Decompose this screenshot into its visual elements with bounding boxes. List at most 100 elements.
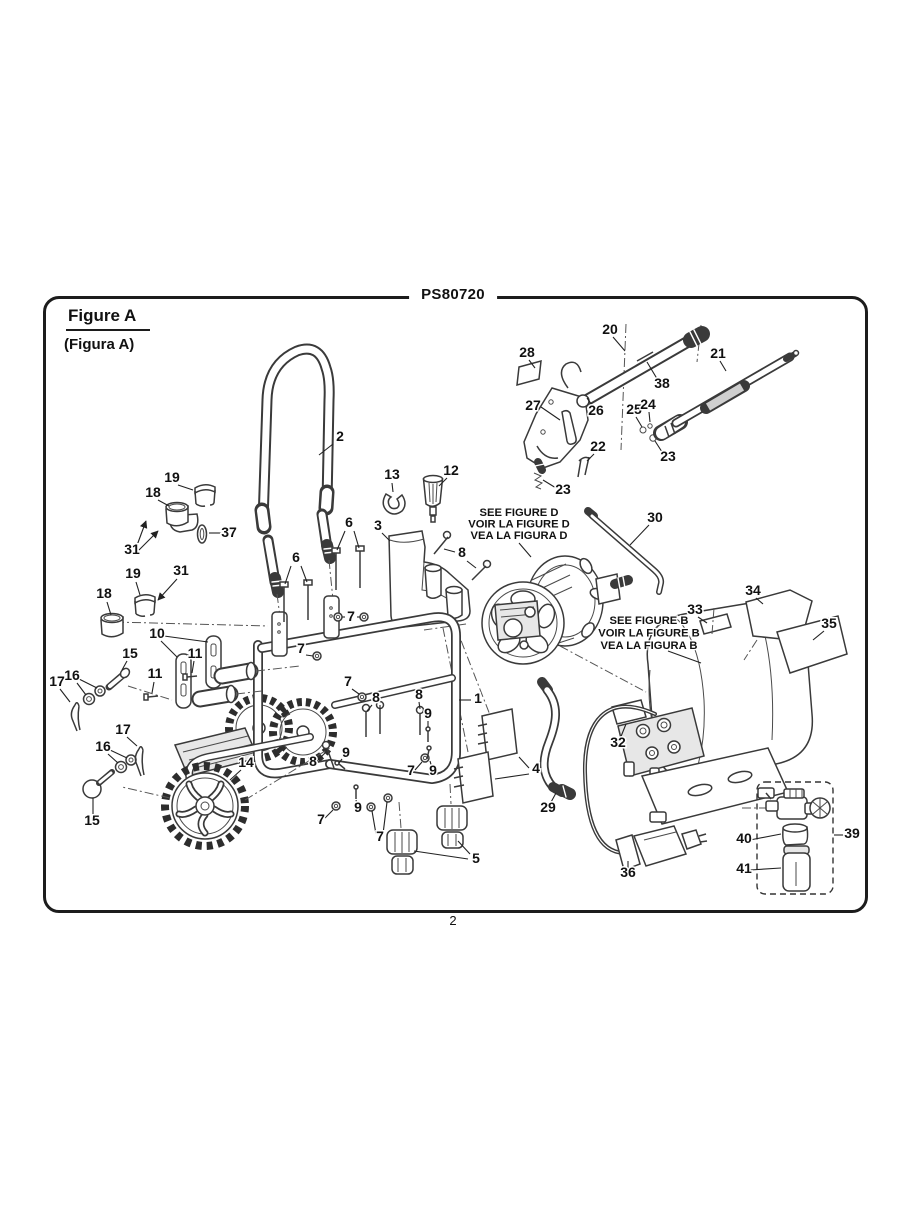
leader-line [355, 799, 358, 805]
callout-38: 38 [654, 375, 670, 391]
hose-drawing [537, 677, 576, 800]
leader-line [457, 840, 471, 855]
leader-line [191, 660, 195, 674]
callout-2: 2 [336, 428, 344, 444]
motor-pump-drawing [559, 589, 848, 825]
leader-line [336, 530, 346, 551]
leader-line [443, 548, 456, 553]
leader-line [107, 753, 119, 764]
leader-line [494, 773, 530, 780]
leader-line [635, 416, 643, 428]
handle-tube-drawing [114, 343, 336, 633]
leader-line [382, 801, 388, 835]
axle-hardware-drawing [70, 667, 173, 799]
leader-line [157, 578, 178, 601]
leader-line [749, 867, 782, 871]
see-figure-b-line-1: SEE FIGURE B [610, 615, 689, 627]
callout-7: 7 [297, 640, 305, 656]
callout-7: 7 [317, 811, 325, 827]
leader-line [646, 361, 660, 383]
leader-line [371, 810, 377, 835]
spray-gun-drawing [516, 323, 800, 490]
callout-10: 10 [149, 625, 165, 641]
leader-line [518, 756, 530, 769]
hook-brackets-drawing [143, 635, 301, 709]
callout-9: 9 [354, 799, 362, 815]
callout-35: 35 [821, 615, 837, 631]
see-figure-d-line-3: VEA LA FIGURA D [471, 530, 568, 542]
callout-8: 8 [309, 753, 317, 769]
tube-duct-drawing [388, 530, 491, 753]
callout-14: 14 [238, 754, 254, 770]
callout-13: 13 [384, 466, 400, 482]
leader-line [697, 616, 708, 624]
leader-line [812, 630, 825, 641]
callout-17: 17 [115, 721, 131, 737]
leader-line [160, 640, 178, 658]
callout-16: 16 [64, 667, 80, 683]
leader-line [755, 597, 764, 605]
leader-line [284, 565, 292, 585]
leader-line [629, 524, 650, 546]
callout-31: 31 [173, 562, 189, 578]
callout-19: 19 [125, 565, 141, 581]
leader-line [466, 560, 477, 569]
leader-line [135, 581, 141, 596]
hose-reel-drawing [423, 555, 633, 665]
callout-15: 15 [84, 812, 100, 828]
figure-label: Figure A [66, 306, 151, 331]
callout-30: 30 [647, 509, 663, 525]
callout-28: 28 [519, 344, 535, 360]
callout-3: 3 [374, 517, 382, 533]
callout-22: 22 [590, 438, 606, 454]
callout-39: 39 [844, 825, 860, 841]
callout-11: 11 [148, 665, 163, 681]
leader-line [429, 760, 433, 769]
callout-34: 34 [745, 582, 761, 598]
callout-7: 7 [347, 608, 355, 624]
callout-27: 27 [525, 397, 541, 413]
callout-9: 9 [429, 762, 437, 778]
leader-line [126, 736, 138, 747]
leader-line [418, 701, 421, 710]
callout-5: 5 [472, 850, 480, 866]
leader-line [135, 520, 148, 549]
callout-31: 31 [124, 541, 140, 557]
leader-line [518, 542, 532, 558]
leader-line [619, 723, 627, 740]
callout-18: 18 [96, 585, 112, 601]
leader-line [667, 650, 702, 664]
leader-line [648, 411, 651, 423]
leader-line [138, 530, 159, 551]
leader-line [719, 360, 727, 372]
leader-line [586, 453, 595, 462]
leader-line [338, 758, 343, 764]
leader-line [749, 833, 782, 841]
power-cord-drawing [582, 704, 708, 871]
see-figure-d-line-1: SEE FIGURE D [480, 507, 559, 519]
callout-23: 23 [660, 448, 676, 464]
leader-line [229, 769, 242, 781]
callout-6: 6 [292, 549, 300, 565]
see-figure-b-line-3: VEA LA FIGURA B [601, 640, 698, 652]
see-figure-d-line-2: VOIR LA FIGURE D [468, 519, 570, 531]
figure-label-alt: (Figura A) [64, 336, 135, 353]
leader-line [324, 809, 334, 819]
callout-16: 16 [95, 738, 111, 754]
leader-line [438, 477, 448, 487]
leader-line [391, 482, 394, 493]
callout-12: 12 [443, 462, 459, 478]
leader-line [305, 654, 314, 657]
leader-line [59, 688, 71, 703]
callout-26: 26 [588, 402, 604, 418]
leader-line [654, 440, 665, 456]
callout-41: 41 [736, 860, 752, 876]
leader-line [414, 761, 423, 771]
callout-32: 32 [610, 734, 626, 750]
callout-23: 23 [555, 481, 571, 497]
leader-line [381, 532, 391, 542]
callout-8: 8 [372, 689, 380, 705]
leader-line [353, 530, 360, 549]
leader-line [540, 406, 561, 421]
